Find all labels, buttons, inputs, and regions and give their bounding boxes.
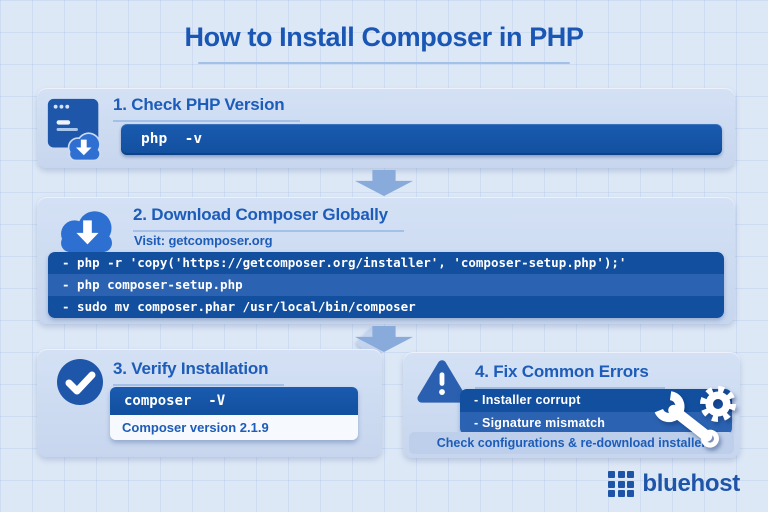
logo-grid-square (608, 471, 616, 478)
step3-panel: 3. Verify Installation composer -V Compo… (37, 349, 382, 457)
logo-grid-square (627, 480, 635, 488)
step2-panel: 2. Download Composer Globally Visit: get… (37, 197, 735, 324)
step2-command-block: - php -r 'copy('https://getcomposer.org/… (48, 252, 724, 318)
cloud-download-icon (53, 205, 121, 260)
step2-heading: 2. Download Composer Globally (133, 205, 404, 232)
step2-visit-text: Visit: getcomposer.org (134, 233, 273, 248)
step3-command-text: composer -V (110, 387, 358, 415)
step4-note: Check configurations & re-download insta… (409, 432, 734, 454)
warning-triangle-icon (416, 356, 468, 411)
step1-command-text: php -v (141, 131, 203, 147)
logo-grid-square (627, 490, 635, 497)
step2-command-line: - sudo mv composer.phar /usr/local/bin/c… (48, 296, 724, 318)
wrench-gear-icon (648, 382, 744, 459)
step4-heading: 4. Fix Common Errors (475, 362, 665, 389)
page-title: How to Install Composer in PHP (184, 22, 584, 52)
cloud-download-icon (61, 211, 112, 253)
bluehost-grid-logo (608, 471, 635, 497)
step1-command-bar: php -v (121, 124, 722, 155)
terminal-window-cloud-download-icon (45, 96, 107, 167)
bluehost-wordmark: bluehost (642, 470, 740, 497)
terminal-window-cloud-download-icon (47, 98, 102, 162)
step2-command-line: - php composer-setup.php (48, 274, 724, 296)
flow-arrow-down-icon (355, 170, 413, 196)
step3-output-text: Composer version 2.1.9 (110, 415, 358, 440)
logo-grid-square (617, 490, 625, 497)
step1-panel: 1. Check PHP Version php -v (37, 88, 735, 168)
step3-result-box: composer -V Composer version 2.1.9 (110, 387, 358, 440)
logo-grid-square (608, 490, 616, 497)
logo-grid-square (627, 471, 635, 478)
check-circle-icon (57, 359, 103, 405)
step4-panel: 4. Fix Common Errors - Installer corrupt… (403, 352, 740, 458)
logo-grid-square (617, 480, 625, 488)
title-underline (198, 62, 570, 64)
warning-triangle-icon (417, 360, 467, 403)
step3-heading: 3. Verify Installation (113, 359, 285, 386)
step4-error-line: - Installer corrupt (460, 389, 732, 412)
logo-grid-square (608, 480, 616, 488)
wrench-gear-icon (654, 386, 736, 448)
step1-heading: 1. Check PHP Version (113, 95, 301, 122)
check-circle-icon (55, 357, 105, 412)
logo-grid-square (617, 471, 625, 478)
step2-command-line: - php -r 'copy('https://getcomposer.org/… (48, 252, 724, 274)
bluehost-logo: bluehost (608, 470, 740, 498)
